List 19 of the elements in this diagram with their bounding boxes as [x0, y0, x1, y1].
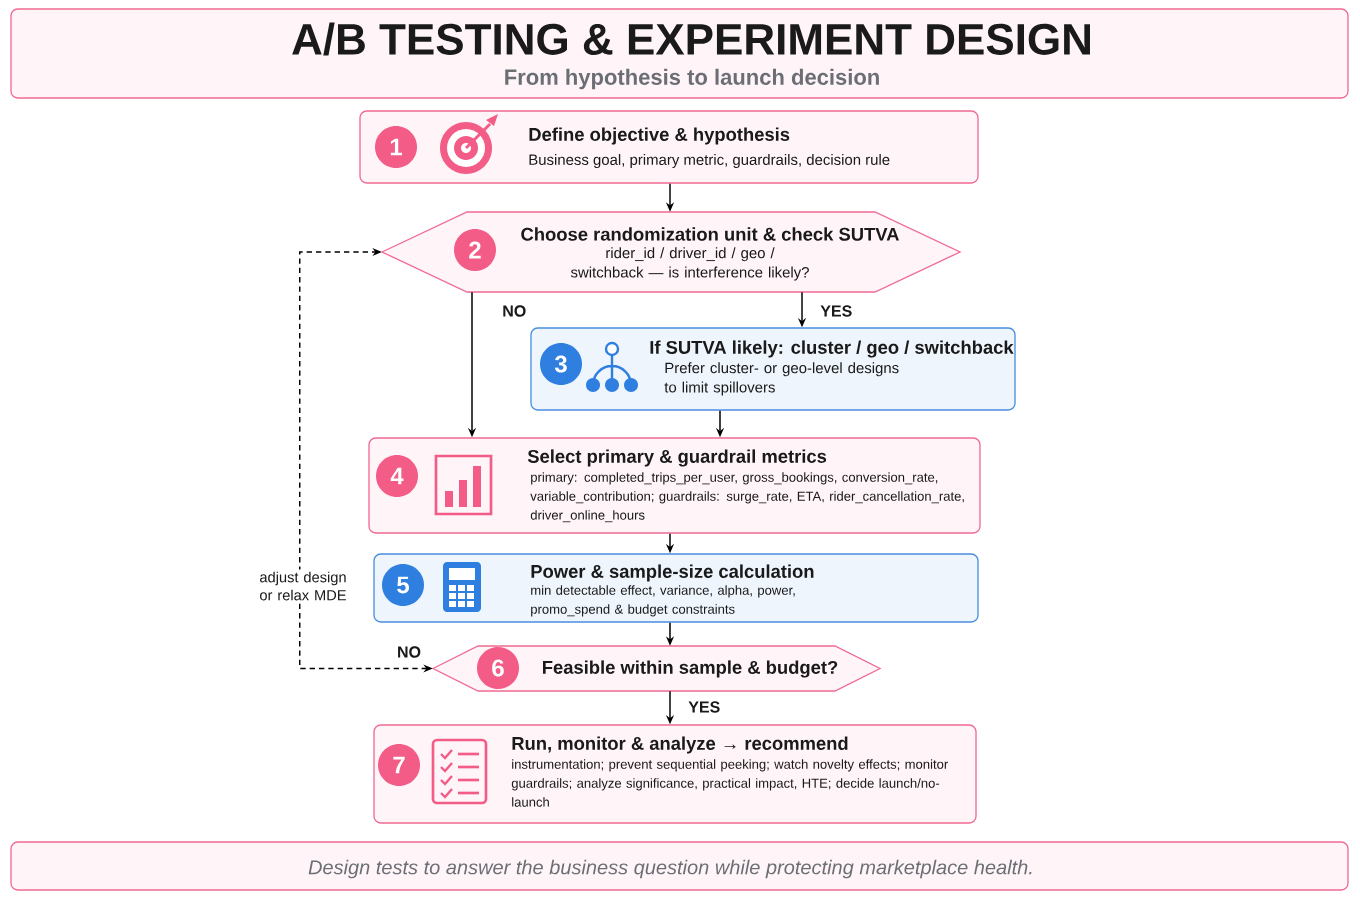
edge-label: adjust design or relax MDE: [246, 569, 360, 603]
step-number: 4: [376, 455, 418, 497]
title-banner: A/B TESTING & EXPERIMENT DESIGN From hypothesis to launch decision: [10, 8, 1349, 99]
step-number: 1: [375, 126, 417, 168]
step-number: 2: [454, 229, 496, 271]
caption-banner: Design tests to answer the business question while protecting marketplace health.: [10, 841, 1349, 891]
process-box: 7 Run, monitor & analyze → recommend instrumentation; prevent sequential peeking; watch novelty effects; monitor guardrails; analyze significance, practical impact, HTE; decide launch/no-launch: [373, 724, 977, 824]
branch-label: NO: [395, 644, 423, 660]
step-number: 6: [477, 647, 519, 689]
edge-label: YES: [686, 699, 723, 715]
edge-label: YES: [818, 303, 855, 319]
step-number: 7: [378, 744, 420, 786]
step-number: 5: [382, 564, 424, 606]
process-box: 5 Power & sample-size calculation min detectable effect, variance, alpha, power, promo_spend & budget constraints: [373, 553, 979, 623]
process-box: 1 Define objective & hypothesis Business goal, primary metric, guardrails, decision rule: [359, 110, 979, 184]
process-box: 4 Select primary & guardrail metrics primary: completed_trips_per_user, gross_bookings, conversion_rate, variable_contribution; guardrails: surge_rate, ETA, rider_cancellation_rate, driver_online_hours: [368, 437, 981, 534]
process-box: 3 If SUTVA likely: cluster / geo / switchback Prefer cluster- or geo-level designs to limit spillovers: [530, 327, 1016, 411]
edge-label: NO: [500, 303, 529, 319]
step-number: 3: [540, 343, 582, 385]
